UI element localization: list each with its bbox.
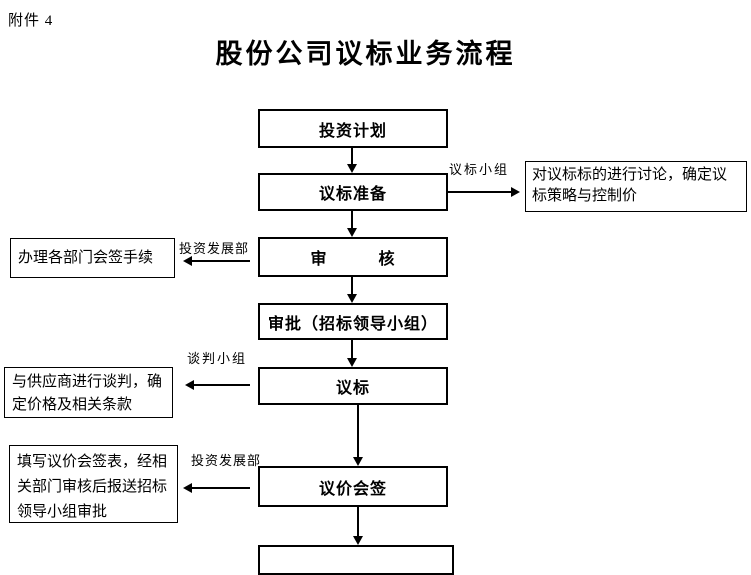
arrow-down-icon — [347, 294, 357, 303]
arrow-down-icon — [347, 164, 357, 173]
flow-box-next-truncated — [258, 545, 454, 575]
arrow-label-negotiation-team: 议标小组 — [449, 162, 510, 177]
arrow-right-icon — [511, 187, 520, 197]
arrow-down-icon — [347, 358, 357, 367]
note-countersign-procedures-text: 办理各部门会签手续 — [18, 250, 154, 266]
arrow-left-icon — [185, 380, 194, 390]
flow-box-investment-plan: 投资计划 — [258, 109, 448, 148]
flow-box-price-countersign: 议价会签 — [258, 466, 448, 507]
note-countersign-procedures: 办理各部门会签手续 — [10, 238, 175, 278]
attachment-label: 附件 4 — [8, 13, 54, 29]
arrow-down-icon — [353, 457, 363, 466]
arrow-label-investment-dept-countersign: 投资发展部 — [191, 453, 262, 468]
note-fill-countersign-form: 填写议价会签表，经相关部门审核后报送招标领导小组审批 — [9, 445, 178, 523]
arrow-down-icon — [347, 228, 357, 237]
page-title: 股份公司议标业务流程 — [215, 39, 516, 69]
arrow-left-icon — [183, 256, 192, 266]
arrow-label-talks-team: 谈判小组 — [187, 351, 248, 366]
arrow-down-icon — [353, 536, 363, 545]
flow-box-review: 审 核 — [258, 237, 448, 277]
flow-box-approval-leading-group: 审批（招标领导小组） — [258, 303, 448, 340]
flow-box-bid-negotiation: 议标 — [258, 367, 448, 405]
note-supplier-negotiation: 与供应商进行谈判，确定价格及相关条款 — [4, 367, 173, 418]
arrow-label-investment-dept-review: 投资发展部 — [179, 241, 250, 256]
note-discuss-strategy: 对议标标的进行讨论，确定议标策略与控制价 — [525, 161, 747, 212]
arrow-left-icon — [183, 483, 192, 493]
flow-box-bid-preparation: 议标准备 — [258, 173, 448, 211]
